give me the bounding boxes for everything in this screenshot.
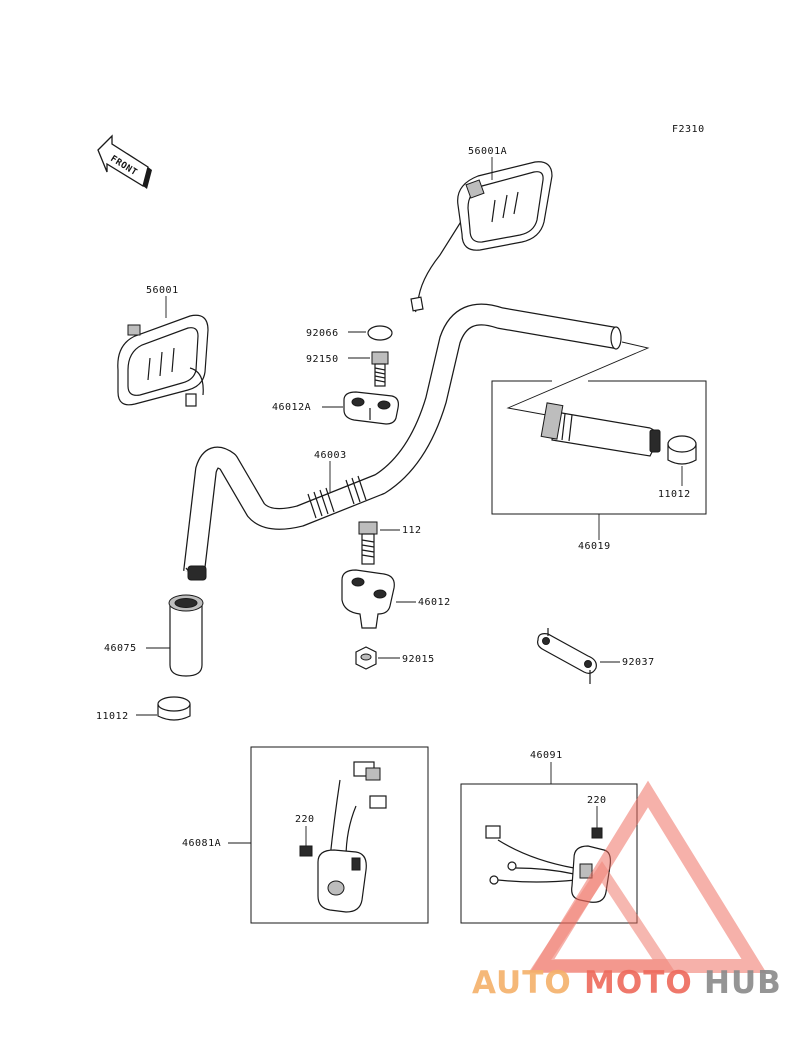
label-bolt-112: 112 [402,525,422,536]
weight-right [667,435,697,465]
watermark-hub: HUB [704,965,782,1001]
label-mirror-left: 56001 [146,285,179,296]
label-screw-right: 220 [587,795,607,806]
label-grip-left: 46075 [104,643,137,654]
bolt-112 [358,521,378,565]
label-mirror-right: 56001A [468,146,507,157]
label-screw-left: 220 [295,814,315,825]
watermark-text: AUTO MOTO HUB [472,965,782,1001]
mirror-right [410,161,553,313]
label-bolt-92150: 92150 [306,354,339,365]
label-weight-right: 11012 [658,489,691,500]
bracket-92037 [537,628,597,684]
mirror-left [117,314,209,407]
holder-upper [343,391,399,425]
label-switch-left: 46081A [182,838,221,849]
watermark-auto: AUTO [472,965,572,1001]
label-switch-right: 46091 [530,750,563,761]
switch-left-box [250,746,429,924]
label-nut: 92015 [402,654,435,665]
label-throttle-assy: 46019 [578,541,611,552]
figure-code: F2310 [672,124,705,135]
watermark-moto: MOTO [584,965,693,1001]
weight-left [157,696,191,721]
label-handlebar: 46003 [314,450,347,461]
label-holder-lower: 46012 [418,597,451,608]
grip-left [168,594,204,677]
cap-92066 [367,325,393,341]
label-bracket: 92037 [622,657,655,668]
front-arrow-icon: FRONT [97,134,152,189]
label-cap: 92066 [306,328,339,339]
nut-92015 [355,646,377,670]
label-weight-left: 11012 [96,711,129,722]
label-holder-upper: 46012A [272,402,311,413]
holder-lower [341,569,395,629]
bolt-92150 [371,351,389,387]
watermark-logo [528,780,767,973]
handlebar [183,303,622,581]
